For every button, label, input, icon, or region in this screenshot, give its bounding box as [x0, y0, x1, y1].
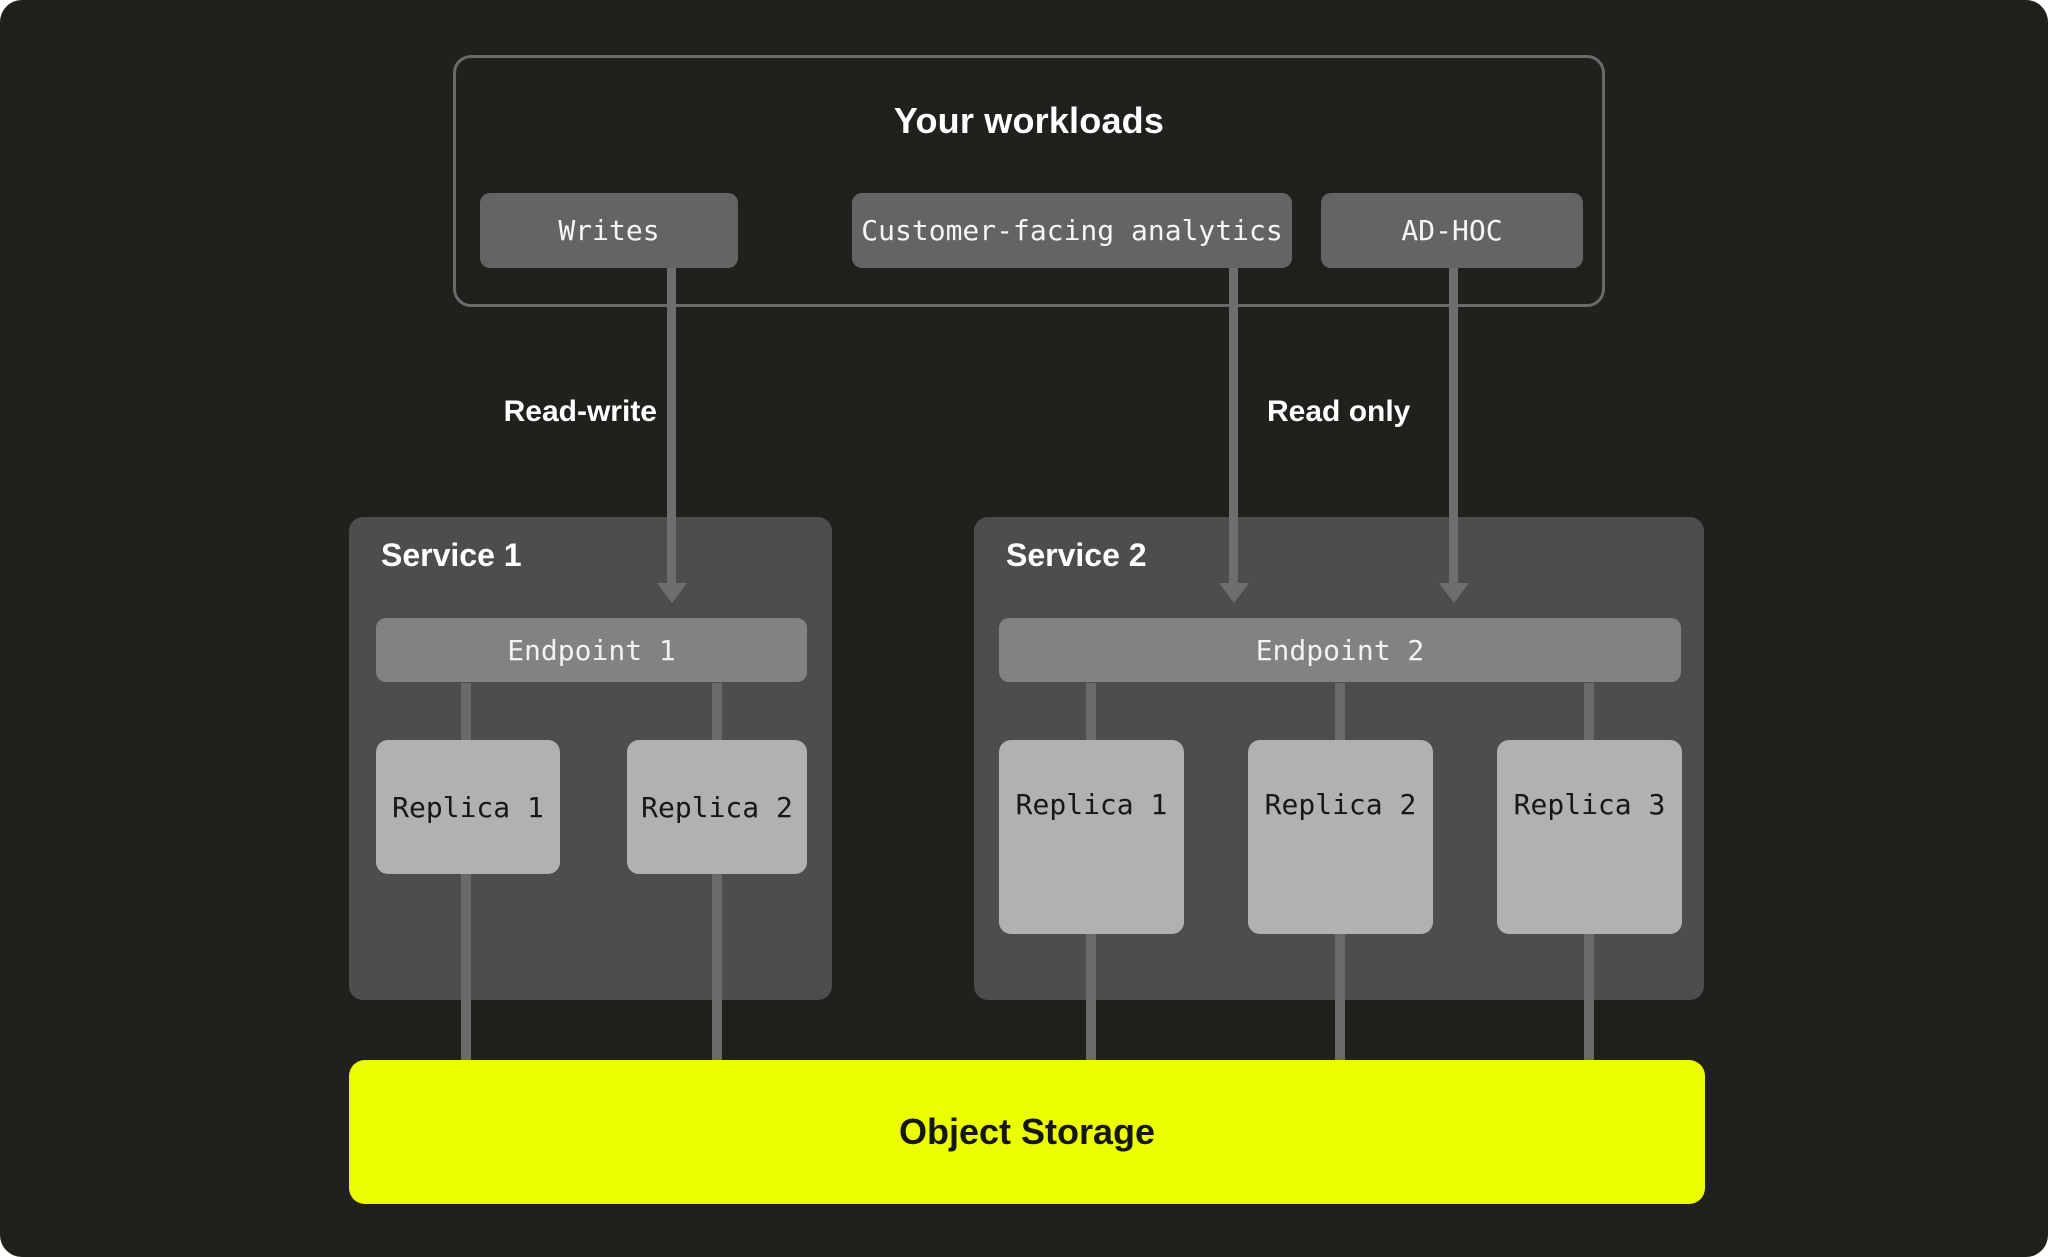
workload-chip-writes: Writes: [480, 193, 738, 268]
edge-label-read-only: Read only: [1267, 395, 1411, 428]
arrow-down-icon: [1438, 583, 1469, 603]
read-only-arrow-analytics: [1218, 268, 1249, 603]
service-2-replica-1: Replica 1: [999, 740, 1184, 934]
service-2-box: Service 2 Endpoint 2 Replica 1 Replica 2…: [974, 517, 1704, 1000]
workloads-title: Your workloads: [893, 100, 1165, 141]
service-1-box: Service 1 Endpoint 1 Replica 1 Replica 2: [349, 517, 832, 1000]
service-1-replica-1: Replica 1: [376, 740, 560, 874]
service-2-replica-3: Replica 3: [1497, 740, 1682, 934]
workload-chip-ad-hoc: AD-HOC: [1321, 193, 1583, 268]
workload-chip-customer-facing-analytics: Customer-facing analytics: [852, 193, 1292, 268]
arrow-down-icon: [1218, 583, 1249, 603]
service-2-title: Service 2: [1006, 537, 1147, 573]
service-1-endpoint: Endpoint 1: [376, 618, 807, 682]
service-2-replica-2: Replica 2: [1248, 740, 1433, 934]
object-storage-bar: Object Storage: [349, 1060, 1705, 1204]
service-1-replica-2: Replica 2: [627, 740, 807, 874]
object-storage-label: Object Storage: [898, 1111, 1156, 1152]
service-2-endpoint: Endpoint 2: [999, 618, 1681, 682]
service-1-title: Service 1: [381, 537, 522, 573]
arrow-down-icon: [656, 583, 687, 603]
workloads-panel: Your workloads Writes Customer-facing an…: [453, 55, 1605, 307]
edge-label-read-write: Read-write: [503, 395, 657, 428]
read-only-arrow-adhoc: [1438, 268, 1469, 603]
read-write-arrow: [656, 268, 687, 603]
